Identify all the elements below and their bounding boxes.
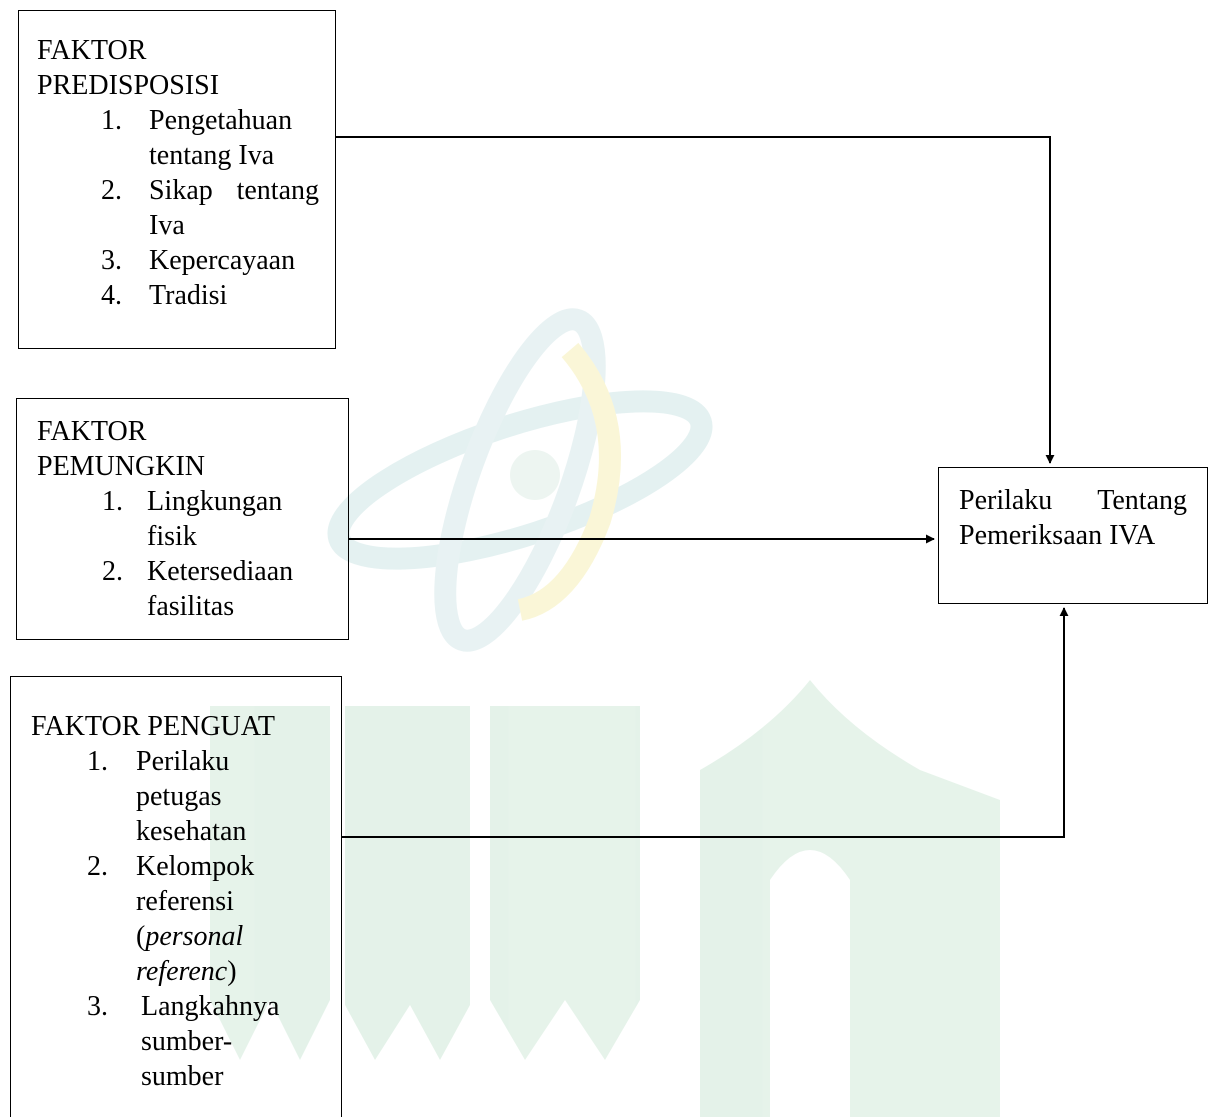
node-faktor-penguat: FAKTOR PENGUAT 1. Perilaku petugas keseha…: [10, 676, 342, 1117]
list-item-text-plain: Kelompok referensi (: [136, 851, 255, 952]
list-item-number: 3.: [87, 991, 108, 1022]
list-item-text: Tradisi: [149, 280, 228, 311]
list-item: 1. Lingkungan fisik: [37, 484, 348, 554]
factor-list: 1. Perilaku petugas kesehatan 2. Kelompok …: [31, 744, 341, 1094]
node-faktor-predisposisi: FAKTOR PREDISPOSISI 1. Pengetahuan tentan…: [18, 10, 336, 349]
watermark-center: [510, 450, 560, 500]
watermark-pillar: [345, 706, 470, 1060]
list-item-text: Kelompok referensi (personal referenc): [136, 849, 286, 989]
list-item-text: Pengetahuan tentang Iva: [149, 105, 293, 171]
node-title: FAKTOR PENGUAT: [31, 711, 275, 742]
node-title: FAKTOR PEMUNGKIN: [37, 416, 205, 482]
list-item-text: Ketersediaan fasilitas: [147, 556, 294, 622]
node-faktor-pemungkin: FAKTOR PEMUNGKIN 1. Lingkungan fisik 2. Ke…: [16, 398, 349, 640]
list-item-text-after: ): [227, 956, 237, 987]
list-item-text: Langkahnya sumber-sumber: [141, 991, 280, 1092]
list-item: 3. Kepercayaan: [37, 243, 335, 278]
list-item-number: 3.: [101, 245, 122, 276]
list-item-text: Sikap tentang Iva: [149, 175, 319, 241]
list-item-number: 2.: [102, 556, 123, 587]
list-item-number: 4.: [101, 280, 122, 311]
edge-penguat-to-perilaku: [342, 607, 1069, 838]
list-item: 1. Perilaku petugas kesehatan: [31, 744, 341, 849]
list-item-number: 1.: [101, 105, 122, 136]
list-item-text-italic: personal referenc: [136, 921, 244, 987]
factor-list: 1. Pengetahuan tentang Iva 2. Sikap tentan…: [37, 103, 335, 313]
node-title: Perilaku Tentang Pemeriksaan IVA: [959, 485, 1187, 551]
list-item: 2. Sikap tentang Iva: [37, 173, 335, 243]
list-item: 4. Tradisi: [37, 278, 335, 313]
edge-predisposisi-to-perilaku: [336, 136, 1055, 464]
list-item: 3. Langkahnya sumber-sumber: [31, 989, 341, 1094]
watermark-orbit: [327, 390, 713, 570]
list-item: 2. Kelompok referensi (personal referenc): [31, 849, 341, 989]
factor-list: 1. Lingkungan fisik 2. Ketersediaan fasili…: [37, 484, 348, 624]
watermark-orbit-yellow: [517, 342, 621, 621]
node-perilaku-pemeriksaan-iva: Perilaku Tentang Pemeriksaan IVA: [938, 467, 1208, 604]
node-title: FAKTOR PREDISPOSISI: [37, 35, 220, 101]
watermark-pillar: [490, 706, 640, 1060]
list-item-number: 2.: [87, 851, 108, 882]
watermark-pillar: [210, 706, 330, 1060]
list-item: 2. Ketersediaan fasilitas: [37, 554, 348, 624]
list-item-text: Kepercayaan: [149, 245, 296, 276]
list-item-number: 1.: [87, 746, 108, 777]
watermark-arch: [700, 680, 1000, 1117]
list-item: 1. Pengetahuan tentang Iva: [37, 103, 335, 173]
list-item-number: 2.: [101, 175, 122, 206]
list-item-text: Perilaku petugas kesehatan: [136, 746, 247, 847]
list-item-text: Lingkungan fisik: [147, 486, 283, 552]
list-item-number: 1.: [102, 486, 123, 517]
watermark-orbit: [434, 308, 606, 652]
